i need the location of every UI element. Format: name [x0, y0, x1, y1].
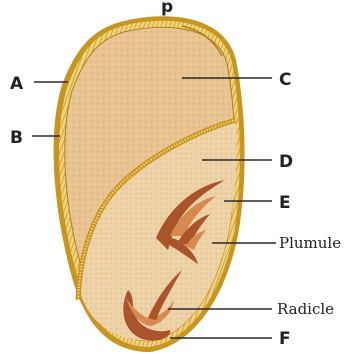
label-b: B [10, 128, 23, 148]
label-plumule: Plumule [279, 234, 341, 252]
label-f: F [279, 329, 291, 349]
label-d: D [279, 152, 293, 172]
label-c: C [279, 70, 291, 90]
top-partial-text: p [161, 0, 173, 17]
label-e: E [279, 193, 291, 213]
label-radicle: Radicle [277, 300, 334, 318]
label-a: A [10, 74, 24, 94]
